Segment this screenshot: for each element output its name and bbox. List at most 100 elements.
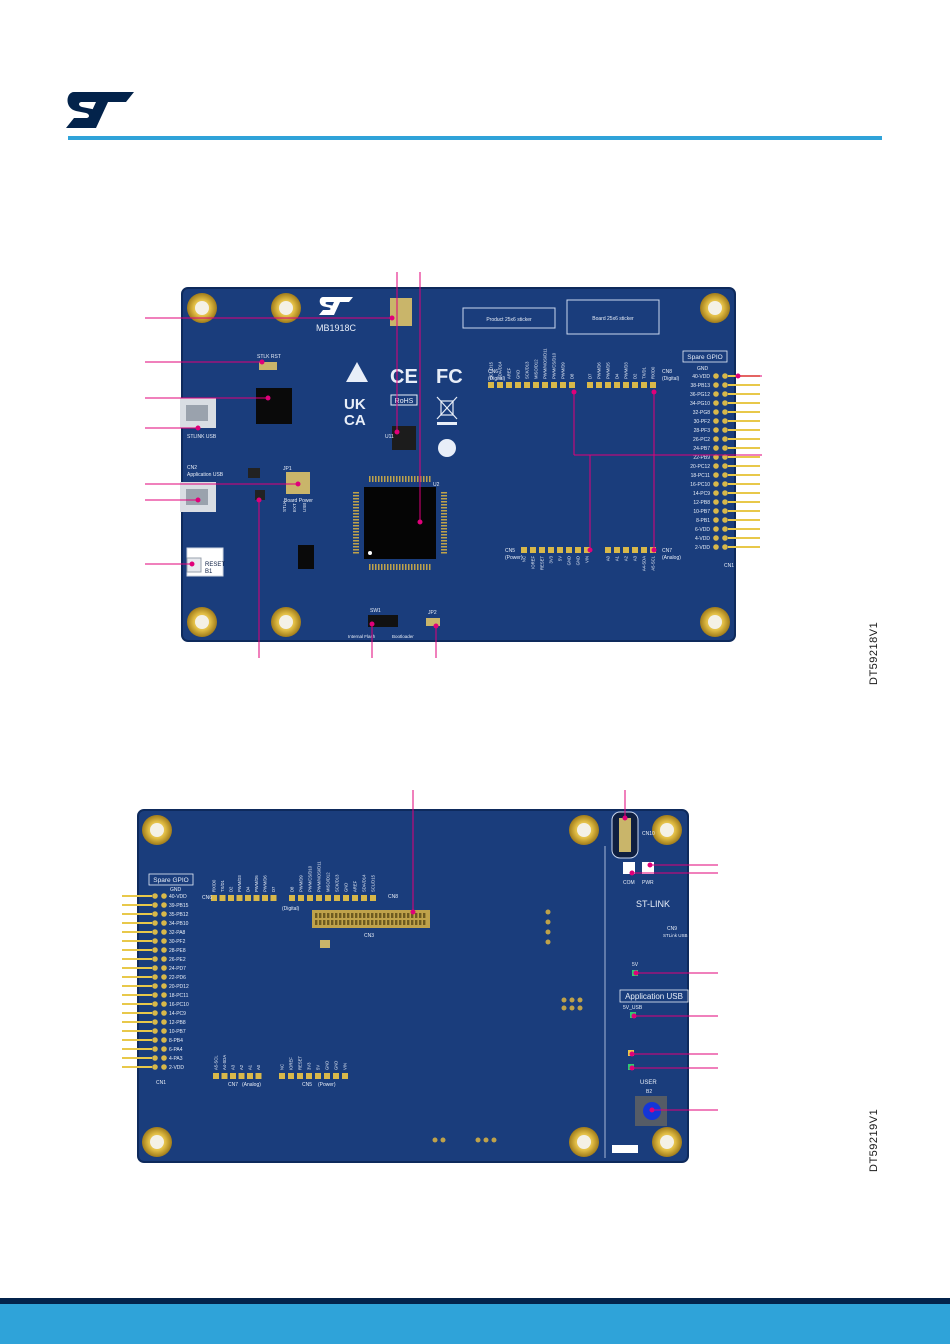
five-v-label: 5V (632, 962, 639, 968)
bottom-callout-lines (410, 790, 718, 1113)
cn10-label: CN10 (642, 831, 655, 837)
bottom-cn7-pad (247, 1073, 253, 1079)
cn3-pin (371, 920, 374, 925)
bottom-cn7-pin-label: A1 (248, 1064, 253, 1070)
cn8-pin-label: PWM/D3 (624, 362, 629, 379)
bottom-cn8-pad (236, 895, 243, 901)
bottom-gpio-pin-label: 26-PE2 (169, 957, 186, 963)
bottom-gpio-pad (161, 1001, 167, 1007)
bottom-cn5-label: CN5 (302, 1082, 312, 1088)
bottom-cn5-pin-label: RESET (298, 1056, 303, 1070)
cn6-pad (569, 382, 575, 388)
cn3-pin (367, 920, 370, 925)
cn9-label: CN9 (667, 926, 677, 932)
cn8-pad (641, 382, 647, 388)
b2-label: B2 (646, 1089, 652, 1095)
mounting-holes (187, 293, 730, 637)
bottom-cn5-pad (342, 1073, 348, 1079)
cn8-pin-label: D7 (588, 373, 593, 379)
cn3-pin (327, 920, 330, 925)
bottom-cn5-pad (288, 1073, 294, 1079)
bottom-gpio-pin-label: 6-PA4 (169, 1047, 183, 1053)
gpio-pad (722, 508, 728, 514)
cn3-pin (403, 913, 406, 918)
bottom-cn5-pad (315, 1073, 321, 1079)
cn7-desc-label: (Analog) (662, 555, 681, 561)
bottom-cn8-pin-label: TX/D1 (220, 879, 225, 892)
bottom-cn7-pad (230, 1073, 236, 1079)
bottom-gpio-pad (161, 983, 167, 989)
cn3-pin (375, 913, 378, 918)
cn3-pin (403, 920, 406, 925)
bottom-cn6-pin-label: AREF (353, 880, 358, 892)
bottom-gpio-pad (161, 920, 167, 926)
bottom-gpio-pad (161, 1010, 167, 1016)
cn3-pin (419, 913, 422, 918)
gpio-pad (722, 544, 728, 550)
cn3-pin (379, 920, 382, 925)
bottom-gpio-pad (152, 983, 158, 989)
bottom-cn7-pad (221, 1073, 228, 1079)
cn8-pin-label: PWM/D6 (597, 362, 602, 379)
pwr-label: PWR (642, 880, 654, 886)
bottom-gpio-pad (152, 1037, 158, 1043)
cn2-label: CN2 (187, 465, 197, 471)
bottom-cn5-pad (333, 1073, 339, 1079)
bottom-cn8-pad (219, 895, 226, 901)
five-v-usb-label: 5V_USB (623, 1005, 643, 1011)
ukca-mark-ca: CA (344, 412, 366, 429)
ukca-mark-uk: UK (344, 396, 366, 413)
bottom-cn6-pin-label: D8 (290, 886, 295, 892)
sw1-option-internal: Internal Flash (348, 634, 376, 639)
bottom-gpio-pad (152, 938, 158, 944)
bottom-cn7-pin-label: A2 (239, 1064, 244, 1070)
cn3-pin (415, 913, 418, 918)
cn3-pin (395, 913, 398, 918)
cn6-pin-label: MISO/D12 (534, 359, 539, 379)
cn3-pin (383, 913, 386, 918)
bottom-cn7-desc-label: (Analog) (242, 1082, 261, 1088)
cn3-desc-label: STLINK USB (187, 434, 217, 440)
cn5-pin-label: GND (567, 556, 572, 565)
cn3-pin (375, 920, 378, 925)
jp2-label: JP2 (428, 610, 437, 616)
cn6-pin-label: AREF (507, 367, 512, 379)
cn3-pin (343, 920, 346, 925)
bottom-gpio-pad (152, 920, 158, 926)
cn8-pin-label: TX/D1 (642, 366, 647, 379)
gpio-pin-label: 28-PF3 (694, 428, 711, 434)
cn3-pin (423, 920, 426, 925)
cn6-pad (515, 382, 521, 388)
bottom-gpio-pad (152, 929, 158, 935)
cn3-pin (315, 913, 318, 918)
bottom-cn6-pin-label: PWM/D9 (299, 875, 304, 892)
cn5-pad (548, 547, 554, 553)
gpio-pad (713, 418, 719, 424)
cn7-pad (623, 547, 629, 553)
gpio-pad (713, 544, 719, 550)
bottom-gpio-pad (152, 1028, 158, 1034)
cn5-pin-label: 3V3 (549, 555, 554, 563)
gpio-pad (713, 445, 719, 451)
rohs-mark: RoHS (395, 398, 414, 405)
cn6-pin-label: GND (516, 370, 521, 379)
bottom-gpio-pad (161, 965, 167, 971)
gpio-pad (713, 535, 719, 541)
bottom-gpio-pad (161, 956, 167, 962)
bottom-cn6-pin-label: PWM/MOSI/D11 (317, 861, 322, 892)
bottom-cn8-pad (245, 895, 251, 901)
gpio-pin-label: 4-VDD (695, 536, 710, 542)
cn3-pin (351, 920, 354, 925)
cn5-pin-label: GND (576, 556, 581, 565)
gpio-pad (713, 490, 719, 496)
fc-mark: FC (436, 366, 463, 388)
stlink-mcu-chip (256, 388, 292, 424)
cn5-pad (575, 547, 581, 553)
bottom-gpio-pad (161, 1019, 167, 1025)
bottom-gpio-pad (161, 938, 167, 944)
cn3-pin (423, 913, 426, 918)
misc-pads (432, 909, 583, 1143)
cn3-pin (407, 920, 410, 925)
cn3-pin (363, 913, 366, 918)
cn6-pin-label: SCK/D13 (525, 361, 530, 379)
